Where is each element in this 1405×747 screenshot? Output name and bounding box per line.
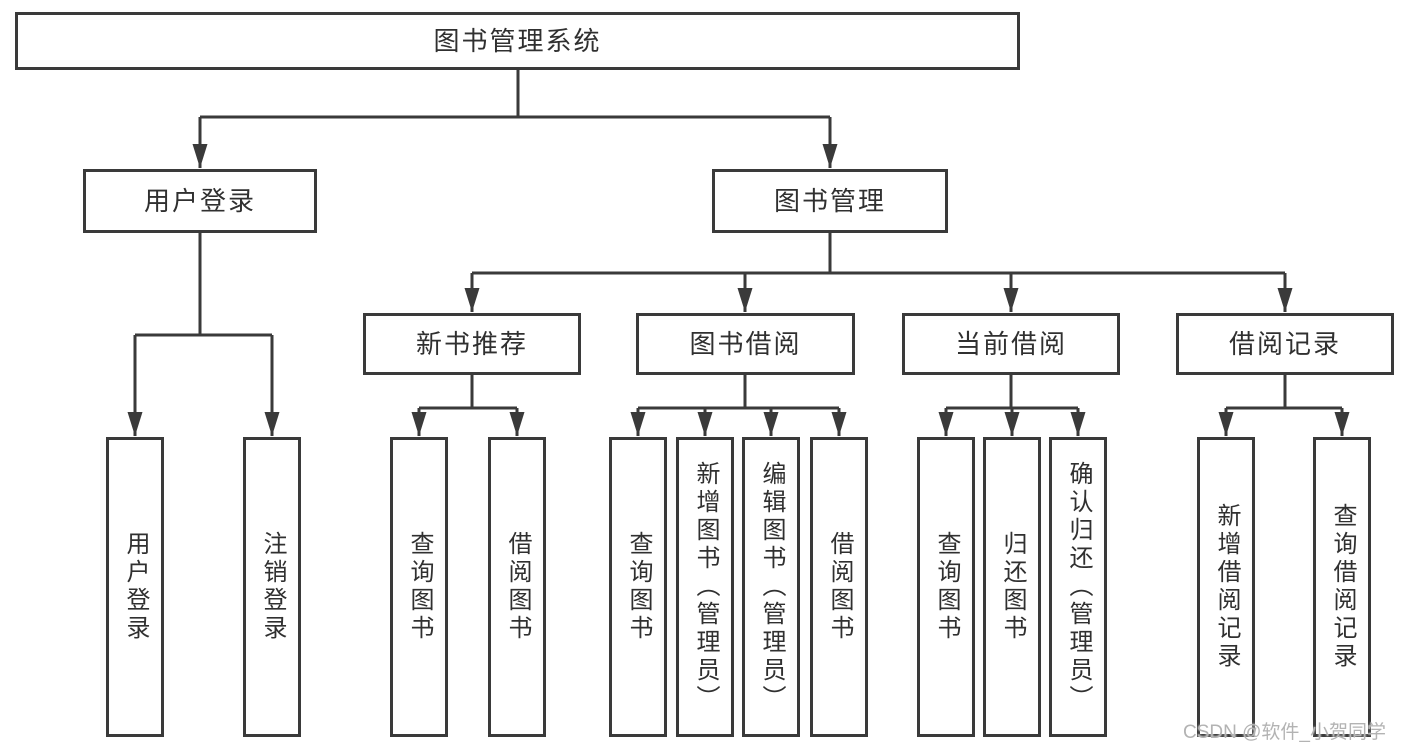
arrow-icon [1277, 288, 1293, 312]
node-user-login: 用户登录 [83, 169, 317, 233]
leaf-cb-return-books: 归还图书 [983, 437, 1041, 737]
node-book-borrow: 图书借阅 [636, 313, 855, 375]
leaf-bb-add-book-admin-label: 新增图书（管理员） [692, 461, 719, 713]
arrow-icon [1003, 288, 1019, 312]
arrow-icon [1218, 412, 1234, 436]
arrow-icon [264, 412, 280, 436]
node-book-borrow-label: 图书借阅 [689, 329, 802, 359]
leaf-cb-query-books-label: 查询图书 [933, 531, 960, 643]
leaf-cb-confirm-return-admin-label: 确认归还（管理员） [1065, 461, 1092, 713]
arrow-icon [509, 412, 525, 436]
leaf-nbr-borrow-books: 借阅图书 [488, 437, 546, 737]
arrow-icon [464, 288, 480, 312]
leaf-nbr-query-books-label: 查询图书 [406, 531, 433, 643]
csdn-watermark: CSDN @软件_小贺同学 [1183, 722, 1386, 743]
leaf-bb-add-book-admin: 新增图书（管理员） [676, 437, 734, 737]
arrow-icon [763, 412, 779, 436]
leaf-br-add-record: 新增借阅记录 [1197, 437, 1255, 737]
leaf-nbr-query-books: 查询图书 [390, 437, 448, 737]
leaf-bb-edit-book-admin-label: 编辑图书（管理员） [758, 461, 785, 713]
arrow-icon [822, 144, 838, 168]
node-new-book-recommend-label: 新书推荐 [415, 329, 528, 359]
leaf-bb-borrow-books: 借阅图书 [810, 437, 868, 737]
leaf-cb-return-books-label: 归还图书 [999, 531, 1026, 643]
leaf-bb-edit-book-admin: 编辑图书（管理员） [742, 437, 800, 737]
arrow-icon [630, 412, 646, 436]
arrow-icon [411, 412, 427, 436]
leaf-logout: 注销登录 [243, 437, 301, 737]
arrow-icon [938, 412, 954, 436]
node-current-borrow: 当前借阅 [902, 313, 1120, 375]
arrow-icon [737, 288, 753, 312]
leaf-nbr-borrow-books-label: 借阅图书 [504, 531, 531, 643]
node-new-book-recommend: 新书推荐 [363, 313, 581, 375]
arrow-icon [697, 412, 713, 436]
leaf-bb-query-books-label: 查询图书 [625, 531, 652, 643]
leaf-br-query-record-label: 查询借阅记录 [1329, 503, 1356, 671]
leaf-cb-confirm-return-admin: 确认归还（管理员） [1049, 437, 1107, 737]
node-borrow-records-label: 借阅记录 [1228, 329, 1341, 359]
node-borrow-records: 借阅记录 [1176, 313, 1394, 375]
leaf-br-query-record: 查询借阅记录 [1313, 437, 1371, 737]
node-root: 图书管理系统 [15, 12, 1020, 70]
arrow-icon [192, 144, 208, 168]
arrow-icon [831, 412, 847, 436]
leaf-cb-query-books: 查询图书 [917, 437, 975, 737]
leaf-br-add-record-label: 新增借阅记录 [1213, 503, 1240, 671]
node-book-management-label: 图书管理 [773, 186, 886, 216]
leaf-user-login: 用户登录 [106, 437, 164, 737]
node-current-borrow-label: 当前借阅 [954, 329, 1067, 359]
arrow-icon [1334, 412, 1350, 436]
node-user-login-label: 用户登录 [143, 186, 256, 216]
arrow-icon [127, 412, 143, 436]
leaf-user-login-label: 用户登录 [122, 531, 149, 643]
leaf-bb-query-books: 查询图书 [609, 437, 667, 737]
arrowhead-icons [127, 144, 1350, 436]
arrow-icon [1004, 412, 1020, 436]
arrow-icon [1070, 412, 1086, 436]
node-book-management: 图书管理 [712, 169, 948, 233]
leaf-bb-borrow-books-label: 借阅图书 [826, 531, 853, 643]
leaf-logout-label: 注销登录 [259, 531, 286, 643]
node-root-label: 图书管理系统 [433, 26, 602, 56]
connector-segments [133, 70, 1344, 436]
